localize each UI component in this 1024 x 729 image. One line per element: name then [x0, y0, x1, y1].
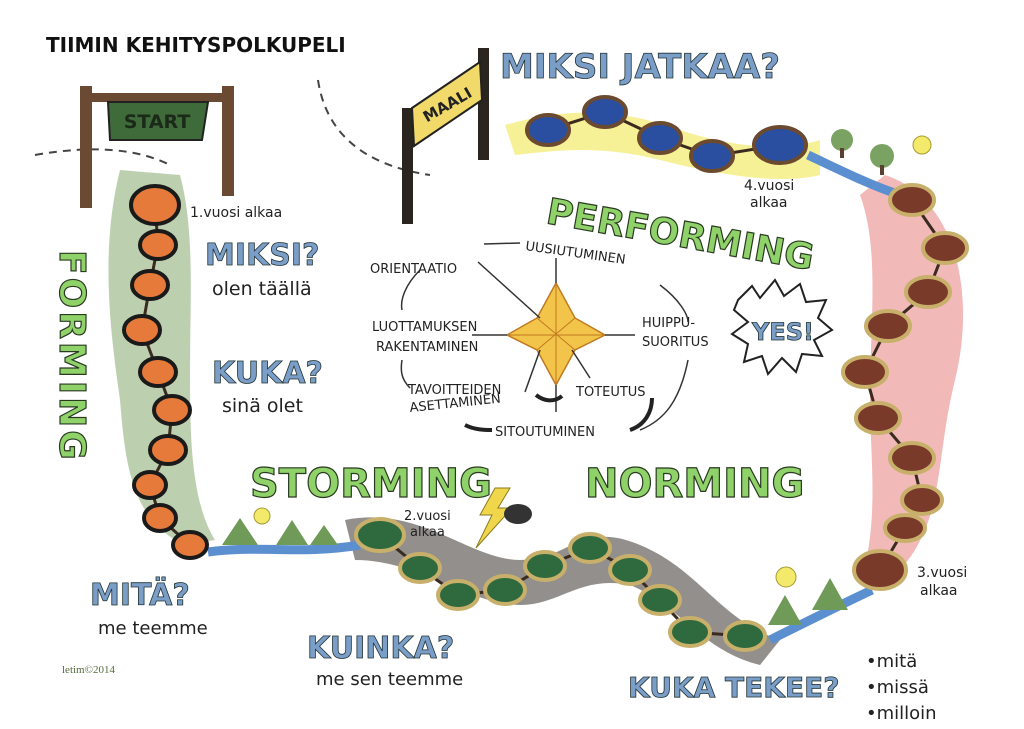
phase-norming: NORMING: [585, 461, 804, 507]
start-path: [34, 148, 171, 166]
river-2: [767, 585, 874, 645]
compass-lines: [507, 283, 605, 385]
stone: [888, 441, 936, 475]
stone: [852, 549, 908, 591]
game-title: TIIMIN KEHITYSPOLKUPELI: [46, 33, 346, 57]
river-3: [806, 150, 902, 200]
stone: [638, 584, 682, 616]
year-2-label: 2.vuosi: [404, 509, 451, 524]
stone: [883, 513, 927, 543]
phase-storming: STORMING: [250, 461, 492, 507]
stone: [398, 552, 442, 584]
stone: [436, 579, 480, 611]
stone: [130, 269, 170, 301]
who-does-item: •milloin: [866, 703, 937, 724]
stone: [921, 231, 969, 265]
cycle-toteutus: TOTEUTUS: [575, 385, 646, 400]
stone: [689, 139, 735, 173]
tree-icon: [831, 129, 894, 175]
year-1-label: 1.vuosi alkaa: [190, 205, 282, 221]
forming-rope: [140, 204, 192, 547]
stone: [888, 183, 936, 217]
performing-stones: [841, 183, 969, 591]
stone: [904, 275, 952, 309]
start-sign: START: [80, 86, 234, 208]
storming-band: [345, 517, 780, 665]
cycle-orientaatio: ORIENTAATIO: [370, 262, 457, 277]
yes-burst: YES!: [730, 278, 834, 376]
forming-stones: [122, 184, 209, 560]
cycle-luottamus: LUOTTAMUKSEN: [372, 320, 477, 335]
storming-stones: [354, 517, 767, 652]
stone: [608, 554, 652, 586]
question-how-sub: me sen teemme: [316, 669, 463, 690]
question-why-sub: olen täällä: [212, 278, 312, 300]
storming-rope: [379, 533, 746, 638]
stone: [582, 95, 628, 129]
year-3-label: alkaa: [920, 583, 958, 599]
question-top: MIKSI JATKAA?: [500, 47, 780, 87]
cycle-arrows: [400, 242, 689, 431]
stone: [668, 616, 712, 648]
stone: [841, 355, 889, 389]
year-3-label: 3.vuosi: [917, 565, 967, 581]
mountains-icon: [768, 578, 848, 625]
question-how: KUINKA?: [307, 631, 454, 666]
stone: [152, 394, 192, 426]
stone: [138, 229, 178, 261]
goal-stones: [525, 95, 808, 173]
stone: [129, 184, 181, 226]
credit-label: letim©2014: [62, 664, 115, 676]
sun-icon: [775, 566, 797, 588]
question-what: MITÄ?: [90, 577, 190, 613]
cycle-tavoitteiden: TAVOITTEIDEN: [407, 383, 501, 398]
question-who-sub: sinä olet: [222, 395, 303, 417]
stone: [568, 532, 612, 564]
question-who-does: KUKA TEKEE?: [628, 671, 839, 704]
mountains-icon: [222, 518, 338, 545]
cycle-huippu: SUORITUS: [642, 335, 709, 350]
question-who: KUKA?: [212, 356, 323, 391]
stone: [483, 574, 527, 606]
sun-icon: [253, 507, 271, 525]
stone: [138, 356, 178, 388]
stone: [142, 503, 178, 533]
who-does-item: •mitä: [866, 651, 917, 672]
stone: [523, 550, 567, 582]
sun-icon: [912, 135, 932, 155]
goal-sign: MAALI: [402, 48, 489, 224]
stone: [171, 530, 209, 560]
cycle-diagram: ORIENTAATIO UUSIUTUMINEN LUOTTAMUKSEN RA…: [370, 239, 709, 440]
stone: [723, 620, 767, 652]
stone: [864, 309, 912, 343]
question-what-sub: me teemme: [98, 618, 208, 639]
stone: [132, 470, 168, 500]
stone: [525, 113, 571, 147]
who-does-item: •missä: [866, 677, 929, 698]
stone: [122, 314, 162, 346]
year-4-label: alkaa: [750, 195, 788, 211]
cycle-sitoutuminen: SITOUTUMINEN: [495, 425, 595, 440]
lightning-icon: [475, 487, 532, 549]
cycle-huippu: HUIPPU-: [642, 316, 695, 331]
year-2-label: alkaa: [410, 525, 445, 540]
start-sign-label: START: [124, 111, 191, 133]
yes-label: YES!: [751, 318, 814, 346]
phase-forming: FORMING: [51, 250, 92, 463]
stone: [854, 401, 902, 435]
stone: [637, 121, 683, 155]
stone: [354, 517, 406, 553]
stone: [752, 125, 808, 165]
river-1: [207, 540, 361, 557]
stone: [148, 434, 188, 466]
stone: [900, 484, 944, 516]
question-why: MIKSI?: [205, 238, 319, 273]
cycle-luottamus: RAKENTAMINEN: [376, 340, 478, 355]
year-4-label: 4.vuosi: [744, 178, 794, 194]
goal-path: [317, 79, 431, 176]
